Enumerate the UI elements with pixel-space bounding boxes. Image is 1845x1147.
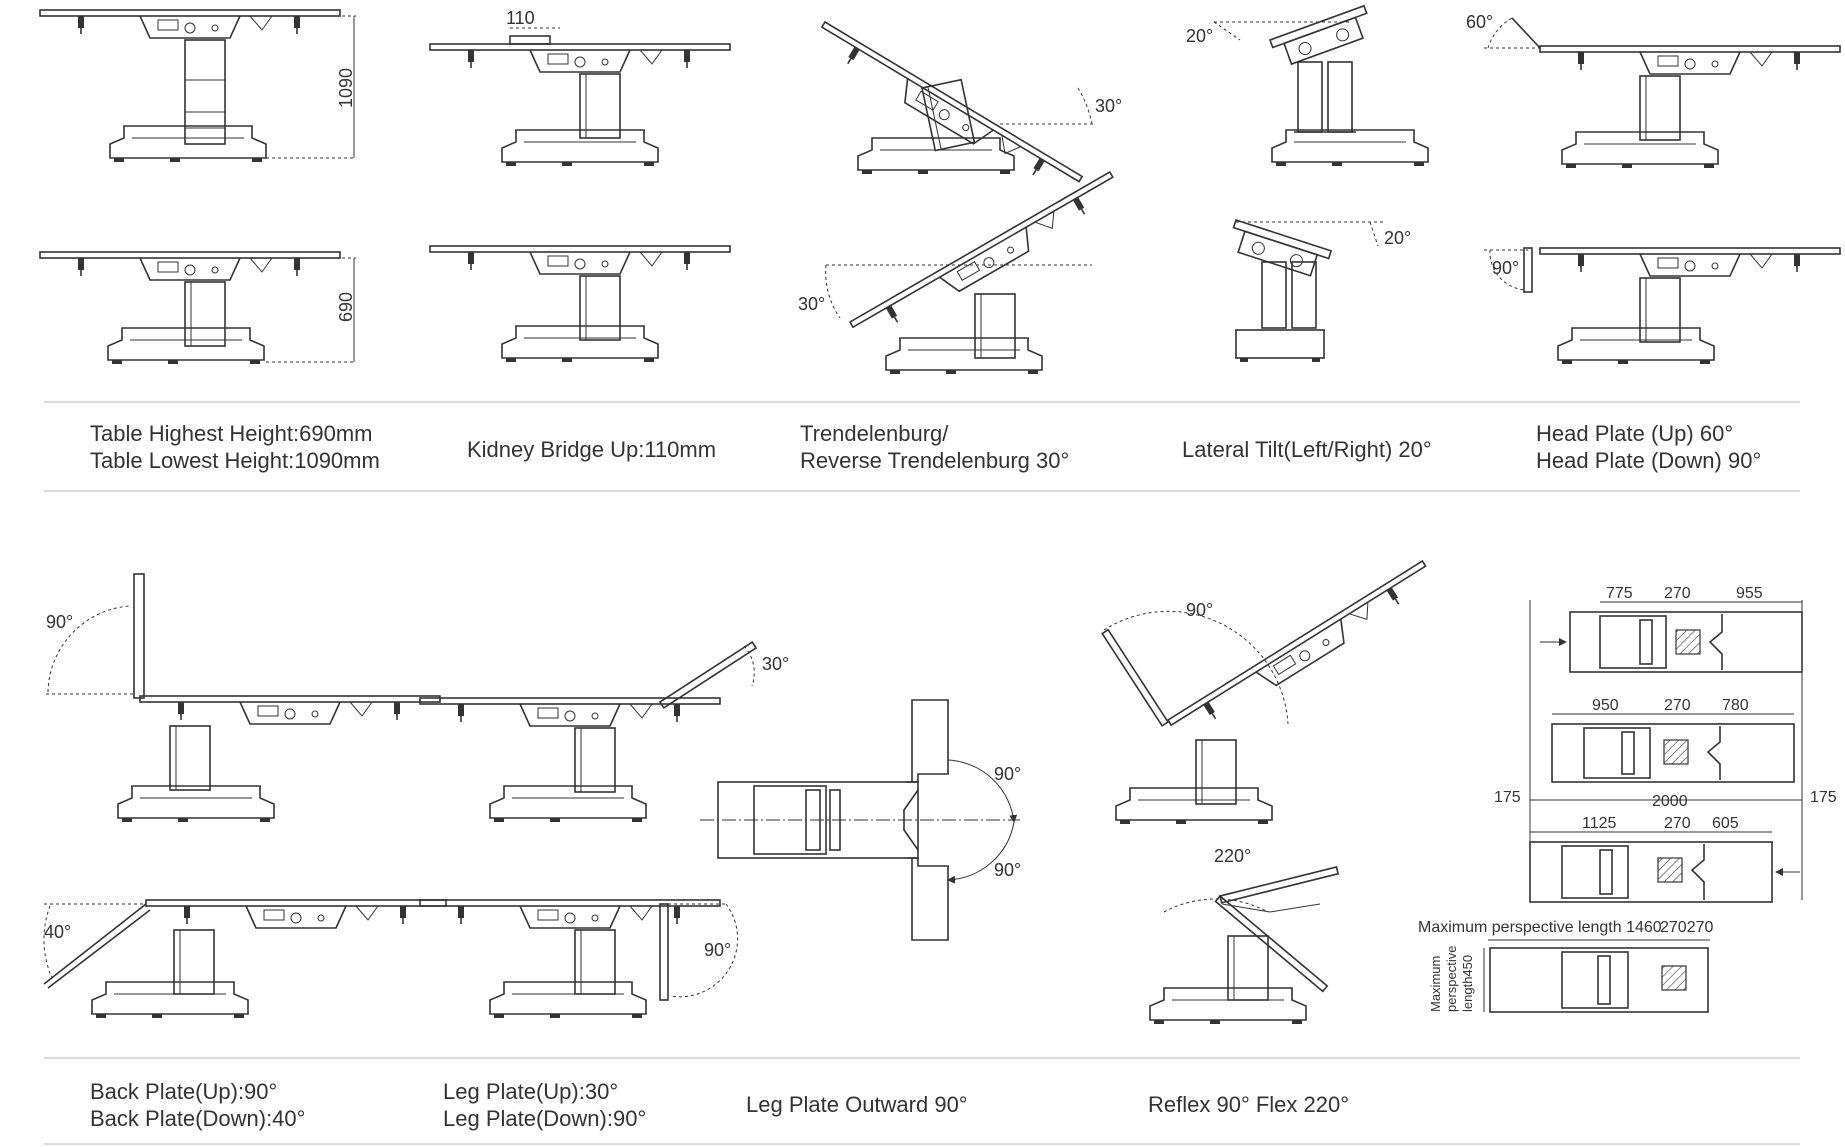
- plan-persp-w1: Maximum: [1428, 956, 1443, 1012]
- plan-side-left: 175: [1494, 789, 1521, 806]
- plan-persp-w3: length450: [1460, 955, 1475, 1012]
- lateral-tilt-right-drawing: 20°: [1232, 218, 1411, 362]
- plan-total: 2000: [1652, 793, 1688, 810]
- dim-lateral-left: 20°: [1186, 26, 1213, 46]
- dim-out-bot: 90°: [994, 860, 1021, 880]
- dim-rev-trend: 30°: [1095, 96, 1122, 116]
- caption-back-line1: Back Plate(Up):90°: [90, 1079, 278, 1104]
- caption-trend-line2: Reverse Trendelenburg 30°: [800, 448, 1070, 473]
- back-plate-up-drawing: 90°: [46, 573, 441, 823]
- dim-reflex: 90°: [1186, 600, 1213, 620]
- leg-plate-up-drawing: 30°: [419, 640, 789, 823]
- caption-back-line2: Back Plate(Down):40°: [90, 1106, 306, 1131]
- dim-head-down: 90°: [1492, 258, 1519, 278]
- caption-head: Head Plate (Up) 60° Head Plate (Down) 90…: [1536, 420, 1761, 474]
- caption-back: Back Plate(Up):90° Back Plate(Down):40°: [90, 1078, 305, 1132]
- plan-mid-3: 780: [1722, 697, 1749, 714]
- caption-trend-line1: Trendelenburg/: [800, 421, 949, 446]
- plan-top-1: 775: [1606, 585, 1633, 602]
- dim-back-down: 40°: [44, 922, 71, 942]
- plan-side-right: 175: [1810, 789, 1837, 806]
- dim-kidney-110: 110: [506, 8, 535, 28]
- caption-lateral-line1: Lateral Tilt(Left/Right) 20°: [1182, 437, 1432, 462]
- dim-head-up: 60°: [1466, 12, 1493, 32]
- dim-lateral-right: 20°: [1384, 228, 1411, 248]
- plan-mid-2: 270: [1664, 697, 1691, 714]
- caption-trendelenburg: Trendelenburg/ Reverse Trendelenburg 30°: [800, 420, 1069, 474]
- caption-height-line2: Table Lowest Height:1090mm: [90, 448, 380, 473]
- plan-top-3: 955: [1736, 585, 1763, 602]
- leg-plate-down-drawing: 90°: [419, 899, 739, 1019]
- plan-persp-len: Maximum perspective length 1460: [1418, 919, 1662, 936]
- reverse-trendelenburg-drawing: 30°: [809, 21, 1122, 202]
- dim-leg-down: 90°: [704, 940, 731, 960]
- back-plate-down-drawing: 40°: [43, 899, 447, 1019]
- caption-reflex: Reflex 90° Flex 220°: [1148, 1091, 1349, 1118]
- reflex-drawing: 90°: [1101, 560, 1439, 825]
- leg-plate-outward-drawing: 90° 90°: [700, 699, 1021, 941]
- caption-leg-line1: Leg Plate(Up):30°: [443, 1079, 619, 1104]
- plan-persp-dims: 270270: [1660, 919, 1713, 936]
- head-plate-down-drawing: 90°: [1484, 247, 1841, 365]
- dim-flex: 220°: [1214, 846, 1251, 866]
- dim-690: 690: [336, 292, 356, 322]
- caption-leg: Leg Plate(Up):30° Leg Plate(Down):90°: [443, 1078, 646, 1132]
- plan-mid-1: 950: [1592, 697, 1619, 714]
- caption-reflex-line1: Reflex 90° Flex 220°: [1148, 1092, 1350, 1117]
- trendelenburg-drawing: 30°: [798, 171, 1125, 375]
- plan-persp-w2: perspective: [1444, 946, 1459, 1012]
- caption-legout-line1: Leg Plate Outward 90°: [746, 1092, 968, 1117]
- dim-back-up: 90°: [46, 612, 73, 632]
- plan-bot-3: 605: [1712, 815, 1739, 832]
- dim-out-top: 90°: [994, 764, 1021, 784]
- dim-1090: 1090: [336, 68, 356, 108]
- caption-legout: Leg Plate Outward 90°: [746, 1091, 968, 1118]
- plan-top-2: 270: [1664, 585, 1691, 602]
- caption-head-line1: Head Plate (Up) 60°: [1536, 421, 1734, 446]
- caption-head-line2: Head Plate (Down) 90°: [1536, 448, 1762, 473]
- caption-lateral: Lateral Tilt(Left/Right) 20°: [1182, 436, 1432, 463]
- caption-leg-line2: Leg Plate(Down):90°: [443, 1106, 647, 1131]
- kidney-bridge-normal-drawing: [429, 245, 731, 363]
- height-high-drawing: 1090: [39, 9, 356, 163]
- dim-trend: 30°: [798, 294, 825, 314]
- caption-kidney: Kidney Bridge Up:110mm: [467, 436, 716, 463]
- kidney-bridge-up-drawing: 110: [429, 8, 731, 167]
- plan-bot-1: 1125: [1582, 815, 1617, 832]
- height-low-drawing: 690: [39, 251, 356, 365]
- dim-leg-up: 30°: [762, 654, 789, 674]
- caption-height-line1: Table Highest Height:690mm: [90, 421, 373, 446]
- lateral-tilt-left-drawing: 20°: [1186, 4, 1429, 167]
- plan-view-drawing: 775 270 955 950 270 780 2000 175 175 112…: [1418, 585, 1837, 1013]
- head-plate-up-drawing: 60°: [1466, 12, 1841, 169]
- plan-bot-2: 270: [1664, 815, 1691, 832]
- caption-kidney-line1: Kidney Bridge Up:110mm: [467, 437, 717, 462]
- flex-drawing: 220°: [1149, 846, 1340, 1025]
- caption-height: Table Highest Height:690mm Table Lowest …: [90, 420, 380, 474]
